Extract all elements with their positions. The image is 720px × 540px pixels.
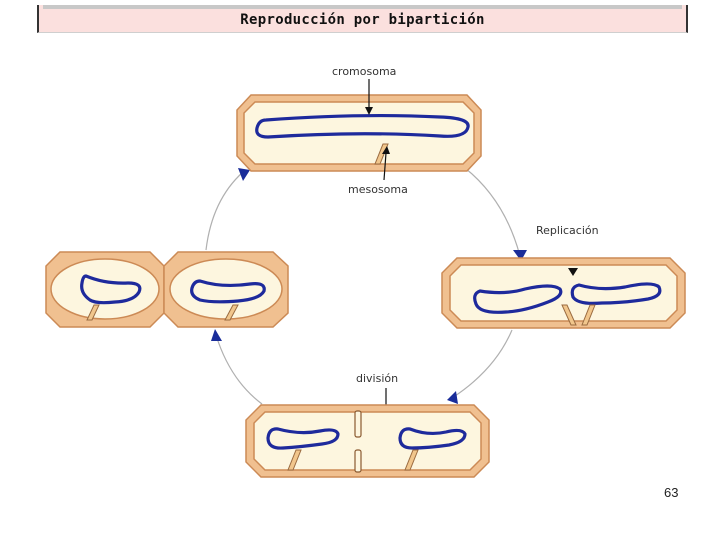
title-bar: Reproducción por bipartición xyxy=(37,5,688,33)
septum-upper xyxy=(354,410,362,438)
mesosome-pointer-head xyxy=(382,146,390,154)
cycle-arc-top-left xyxy=(205,171,244,251)
cycle-arrowhead-bottom-right xyxy=(447,391,458,404)
mesosome-right-b xyxy=(581,304,596,326)
daughter-cells-left xyxy=(45,251,289,328)
mesosome-bottom-left xyxy=(287,449,302,471)
label-division: división xyxy=(356,372,398,385)
cycle-arrowhead-bottom-left xyxy=(211,329,222,341)
cycle-arrowhead-top-left xyxy=(238,168,250,181)
mesosome-daughter-left xyxy=(86,304,100,321)
mesosome-top xyxy=(374,143,389,165)
label-replication: Replicación xyxy=(536,224,599,237)
mesosome-right-a xyxy=(561,304,577,326)
mesosome-daughter-right xyxy=(224,304,239,321)
cycle-arc-bottom-left xyxy=(215,334,263,405)
cycle-arc-bottom-right xyxy=(451,329,513,399)
chromosome-right-a xyxy=(473,284,563,314)
cell-top xyxy=(236,94,482,172)
cell-right xyxy=(441,257,686,329)
chromosome-right-b xyxy=(570,282,662,305)
replication-marker xyxy=(568,268,578,276)
chromosome-pointer-head xyxy=(365,107,373,115)
chromosome-bottom-left xyxy=(266,427,340,450)
page-number: 63 xyxy=(664,485,678,500)
cycle-arrowhead-top-right xyxy=(513,250,527,261)
mesosome-bottom-right xyxy=(404,449,419,471)
chromosome-daughter-left xyxy=(80,274,142,305)
label-chromosome: cromosoma xyxy=(332,65,396,78)
mesosome-pointer xyxy=(383,152,387,181)
chromosome-top xyxy=(255,113,470,139)
chromosome-daughter-right xyxy=(190,279,266,304)
cell-bottom xyxy=(245,404,490,478)
label-mesosome: mesosoma xyxy=(348,183,408,196)
chromosome-bottom-right xyxy=(398,427,467,450)
cycle-arc-top-right xyxy=(464,167,521,257)
septum-lower xyxy=(354,449,362,473)
slide-title: Reproducción por bipartición xyxy=(240,12,485,28)
